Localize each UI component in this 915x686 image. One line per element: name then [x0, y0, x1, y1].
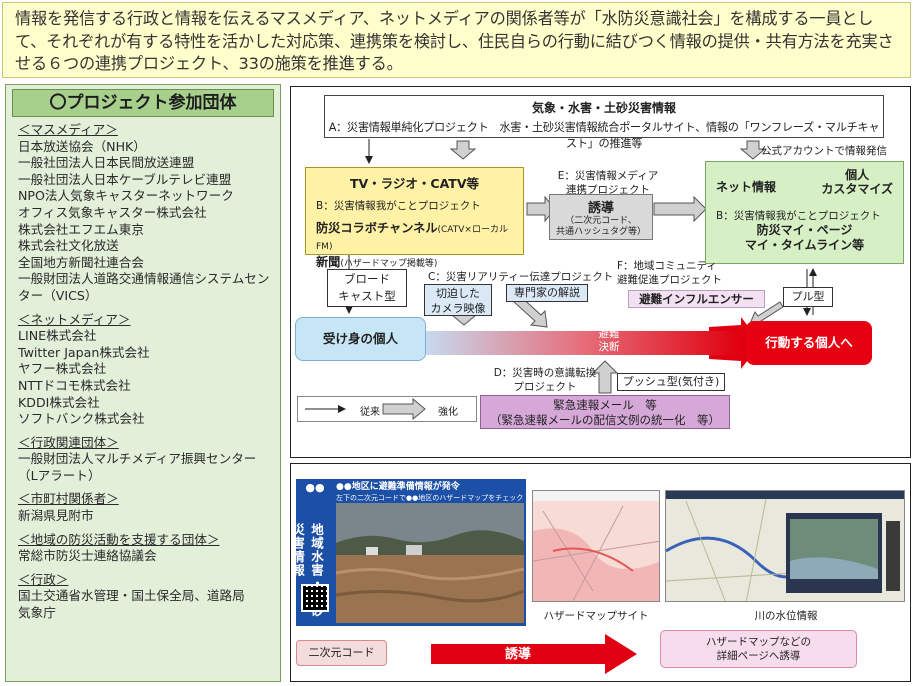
- participant-item: NPO法人気象キャスターネットワーク: [18, 188, 234, 204]
- guide-sub: （二次元コード、 共通ハッシュタグ等）: [555, 216, 646, 237]
- tv-radio-box: TV・ラジオ・CATV等 B：災害情報我がことプロジェクト 防災コラボチャンネル…: [305, 167, 524, 269]
- hazard-map-screenshot: [532, 490, 660, 602]
- participant-item: 株式会社エフエム東京: [18, 221, 144, 237]
- net-project-b: B：災害情報我がことプロジェクト: [716, 210, 881, 222]
- net-info-box: ネット情報 個人 カスタマイズ B：災害情報我がことプロジェクト 防災マイ・ペー…: [705, 161, 904, 264]
- arrow-top-down-right: [739, 140, 767, 160]
- hazard-map-image: [533, 491, 659, 601]
- participant-item: 新潟県見附市: [18, 508, 94, 524]
- participant-item: 日本放送協会（NHK）: [18, 138, 146, 154]
- pull-type-box: プル型: [783, 287, 833, 307]
- participants-title: 〇プロジェクト参加団体: [12, 89, 274, 117]
- river-level-caption: 川の水位情報: [754, 610, 818, 622]
- legend-hollow-arrow: [382, 397, 426, 421]
- individual-customize: 個人 カスタマイズ: [821, 168, 893, 196]
- passive-person-box: 受け身の個人: [295, 317, 426, 361]
- poster-dots: ●●: [305, 481, 325, 494]
- push-type-box: プッシュ型(気付き): [617, 373, 725, 391]
- participant-item: NTTドコモ株式会社: [18, 377, 131, 393]
- guide-red-arrow: [431, 634, 637, 674]
- river-level-screenshot: [665, 490, 905, 602]
- participant-item: 国土交通省水管理・国土保全局、道路局: [18, 588, 245, 604]
- project-f-label: F：地域コミュニティ 避難促進プロジェクト: [617, 260, 722, 286]
- participant-item: 一般財団法人道路交通情報通信システムセンター（VICS）: [18, 271, 270, 303]
- guide-main: 誘導: [587, 201, 614, 216]
- guide-box: 誘導 （二次元コード、 共通ハッシュタグ等）: [549, 194, 653, 240]
- qr-code-icon: [301, 584, 329, 612]
- poster-head-line1: ●●地区に避難準備情報が発令: [336, 482, 460, 492]
- participant-item: オフィス気象キャスター株式会社: [18, 204, 207, 220]
- project-a-line: A：災害情報単純化プロジェクト 水害・土砂災害情報統合ポータルサイト、情報の「ワ…: [328, 121, 880, 150]
- awareness-gradient-arrow: [417, 331, 741, 355]
- hazard-map-caption: ハザードマップサイト: [543, 610, 649, 622]
- broadcast-type-box: ブロード キャスト型: [327, 269, 407, 307]
- top-title: 気象・水害・土砂災害情報: [531, 101, 676, 115]
- poster-head-line2: 左下の二次元コードで●●地区のハザードマップをチェック: [336, 494, 524, 502]
- tv-collab-channel: 防災コラボチャンネル: [316, 221, 438, 235]
- tv-head: TV・ラジオ・CATV等: [349, 176, 480, 191]
- poster-header: ●●地区に避難準備情報が発令 左下の二次元コードで●●地区のハザードマップをチェ…: [336, 482, 523, 504]
- tv-project-b: B：災害情報我がことプロジェクト: [316, 200, 481, 212]
- participant-item: LINE株式会社: [18, 328, 97, 344]
- participant-item: 一般社団法人日本民間放送連盟: [18, 155, 195, 171]
- category-heading: ＜市町村関係者＞: [18, 491, 119, 507]
- arrow-push-up: [591, 360, 619, 394]
- participant-item: Twitter Japan株式会社: [18, 344, 150, 360]
- guide-arrow-label: 誘導: [505, 647, 532, 662]
- active-person-box: 行動する個人へ: [746, 321, 872, 365]
- arrow-expert-down: [512, 294, 548, 328]
- category-heading: ＜行政関連団体＞: [18, 434, 119, 450]
- project-e-label: E：災害情報メディア 連携プロジェクト: [557, 170, 659, 196]
- participant-item: KDDI株式会社: [18, 394, 100, 410]
- participant-item: ヤフー株式会社: [18, 361, 107, 377]
- flood-photo: [336, 503, 524, 623]
- legend-enhanced: 強化: [438, 407, 458, 418]
- river-level-image: [666, 491, 904, 601]
- emergency-mail-box: 緊急速報メール 等 （緊急速報メールの配信文例の統一化 等）: [480, 395, 730, 429]
- participants-list: ＜マスメディア＞日本放送協会（NHK）一般社団法人日本民間放送連盟一般社団法人日…: [6, 117, 280, 622]
- category-heading: ＜マスメディア＞: [18, 122, 118, 137]
- detail-page-box: ハザードマップなどの 詳細ページへ誘導: [660, 630, 857, 668]
- intro-banner: 情報を発信する行政と情報を伝えるマスメディア、ネットメディアの関係者等が「水防災…: [2, 2, 911, 78]
- project-c-label: C：災害リアリティー伝達プロジェクト: [428, 271, 614, 283]
- arrow-guide-to-net: [653, 195, 707, 223]
- area-info-poster: ●●地区に避難準備情報が発令 左下の二次元コードで●●地区のハザードマップをチェ…: [290, 479, 526, 626]
- flood-photo-scene: [336, 503, 524, 623]
- tv-newspaper: 新聞: [316, 255, 341, 269]
- participant-item: 一般財団法人マルチメディア振興センター（Lアラート）: [18, 451, 257, 483]
- net-info: ネット情報: [716, 180, 777, 194]
- project-d-label: D：災害時の意識転換 プロジェクト: [493, 367, 597, 393]
- intro-text: 情報を発信する行政と情報を伝えるマスメディア、ネットメディアの関係者等が「水防災…: [15, 9, 894, 73]
- category-heading: ＜ネットメディア＞: [18, 311, 131, 327]
- tv-newspaper-small: (ハザードマップ掲載等): [340, 259, 438, 269]
- influencer-box: 避難インフルエンサー: [628, 290, 765, 308]
- participant-item: 気象庁: [18, 605, 56, 621]
- camera-box: 切迫した カメラ映像: [424, 284, 492, 316]
- participant-item: 全国地方新聞社連合会: [18, 254, 144, 270]
- arrow-top-down-center: [449, 140, 477, 160]
- top-info-box: 気象・水害・土砂災害情報 A：災害情報単純化プロジェクト 水害・土砂災害情報統合…: [324, 95, 884, 150]
- category-heading: ＜地域の防災活動を支援する団体＞: [18, 531, 220, 547]
- participant-item: ソフトバンク株式会社: [18, 411, 145, 427]
- tv-collab-small: (CATV×ローカルFM): [316, 225, 508, 252]
- expert-box: 専門家の解説: [506, 284, 588, 302]
- participants-panel: 〇プロジェクト参加団体 ＜マスメディア＞日本放送協会（NHK）一般社団法人日本民…: [5, 84, 281, 682]
- net-body: 防災マイ・ページ マイ・タイムライン等: [744, 223, 865, 252]
- legend-conventional: 従来: [360, 407, 380, 418]
- participant-item: 株式会社文化放送: [18, 238, 119, 254]
- qr-example-panel: ●●地区に避難準備情報が発令 左下の二次元コードで●●地区のハザードマップをチェ…: [290, 463, 911, 682]
- qr-code-label: 二次元コード: [296, 640, 387, 666]
- collaboration-diagram: 気象・水害・土砂災害情報 A：災害情報単純化プロジェクト 水害・土砂災害情報統合…: [290, 86, 911, 458]
- official-account-label: 公式アカウントで情報発信: [761, 145, 887, 157]
- participant-item: 一般社団法人日本ケーブルテレビ連盟: [18, 171, 232, 187]
- participant-item: 常総市防災士連絡協議会: [18, 548, 157, 564]
- legend: 従来 強化: [297, 396, 477, 422]
- evacuation-decision: 避難 決断: [598, 328, 620, 353]
- category-heading: ＜行政＞: [18, 571, 69, 587]
